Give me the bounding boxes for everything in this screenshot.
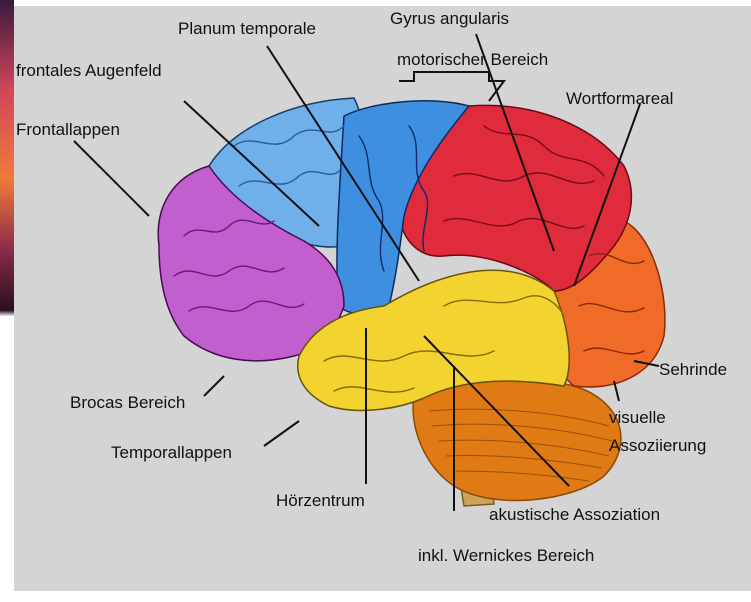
label-wortformareal: Wortformareal xyxy=(566,89,673,109)
label-planum-temporale: Planum temporale xyxy=(178,19,316,39)
label-frontales-augenfeld: frontales Augenfeld xyxy=(16,61,162,81)
adjacent-image-strip xyxy=(0,0,14,597)
label-akustische-assoziation: akustische Assoziation xyxy=(489,505,660,525)
label-visuelle: visuelle xyxy=(609,408,666,428)
label-assoziierung: Assoziierung xyxy=(609,436,706,456)
label-motorischer-bereich: motorischer Bereich xyxy=(397,50,548,70)
label-gyrus-angularis: Gyrus angularis xyxy=(390,9,509,29)
label-temporallappen: Temporallappen xyxy=(111,443,232,463)
brain-diagram-panel: Planum temporale Gyrus angularis motoris… xyxy=(14,6,751,591)
label-wernickes-bereich: inkl. Wernickes Bereich xyxy=(418,546,594,566)
label-sehrinde: Sehrinde xyxy=(659,360,727,380)
label-frontallappen: Frontallappen xyxy=(16,120,120,140)
label-brocas-bereich: Brocas Bereich xyxy=(70,393,185,413)
cerebellum-region xyxy=(413,377,621,500)
label-hoerzentrum: Hörzentrum xyxy=(276,491,365,511)
